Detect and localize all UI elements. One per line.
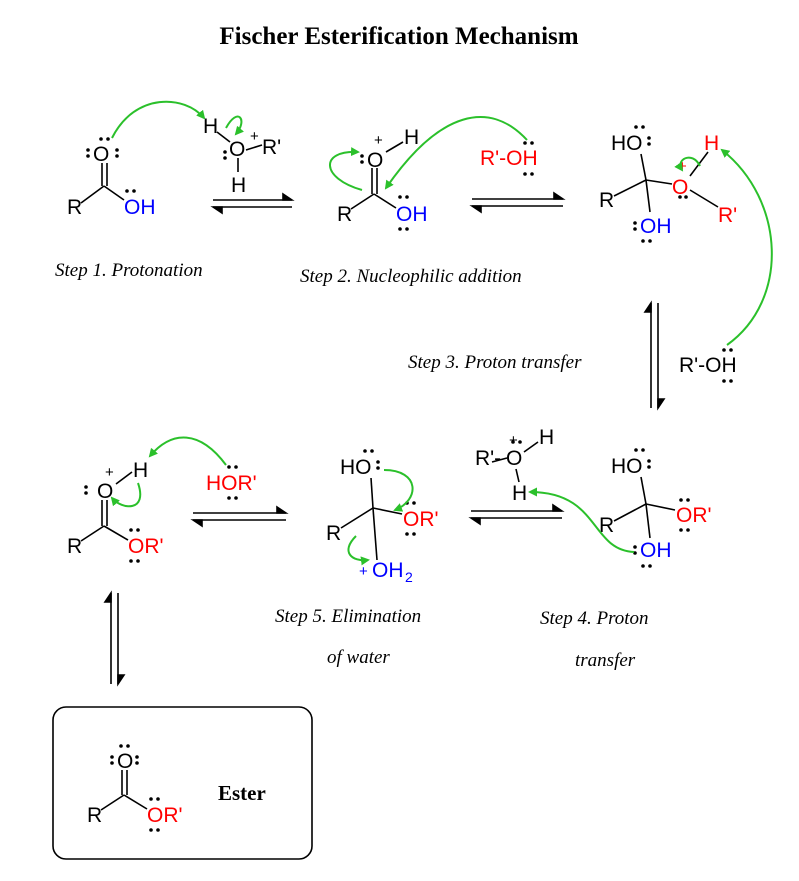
electron-arrow: [383, 469, 414, 512]
atom-r: R: [67, 196, 82, 219]
step-5-label: Step 5. Elimination: [275, 606, 421, 627]
equilibrium-arrow: [190, 505, 289, 528]
ester-product-box: R O OR' Ester: [52, 706, 313, 860]
atom-h: H: [512, 482, 527, 505]
atom-h: H: [404, 126, 419, 149]
atom-r-prime: R': [718, 204, 737, 227]
ester-label: Ester: [218, 781, 266, 805]
atom-r-prime: R'-: [475, 447, 501, 470]
alcohol-base: R'-OH: [679, 348, 737, 383]
step-3-label: Step 3. Proton transfer: [408, 352, 582, 373]
atom-ho: HO: [340, 456, 372, 479]
equilibrium-arrow: [210, 192, 295, 215]
atom-h: H: [133, 459, 148, 482]
step-4-label: transfer: [575, 650, 636, 671]
electron-arrow: [528, 487, 635, 553]
step-4-label: Step 4. Proton: [540, 608, 649, 629]
step-2-label: Step 2. Nucleophilic addition: [300, 266, 522, 287]
atom-h: H: [231, 174, 246, 197]
plus-charge: +: [250, 128, 259, 145]
electron-arrow: [347, 535, 370, 566]
plus-charge: +: [359, 563, 368, 580]
atom-o: O: [506, 447, 522, 470]
atom-hydroxyl: OH: [124, 196, 156, 219]
lone-pairs: [86, 137, 136, 193]
step-5-label: of water: [327, 647, 390, 668]
atom-ho: HO: [611, 132, 643, 155]
atom-h: H: [704, 132, 719, 155]
electron-arrow: [111, 100, 206, 139]
atom-or-prime: OR': [676, 504, 712, 527]
atom-hor-prime: HOR': [206, 472, 257, 495]
carboxylic-acid: R O OH: [67, 137, 156, 219]
equilibrium-arrow: [103, 590, 126, 687]
protonated-ester: R O + H OR': [67, 459, 164, 563]
plus-charge: +: [374, 132, 383, 149]
page-title: Fischer Esterification Mechanism: [219, 23, 578, 50]
electron-arrow: [720, 148, 773, 346]
subscript-2: 2: [405, 569, 413, 585]
protonated-alcohol: R'- O + H H: [475, 426, 554, 505]
atom-r-prime-oh: R'-OH: [679, 354, 737, 377]
tetrahedral-oxonium: HO R O + H R' OH: [599, 125, 737, 243]
water-leaving-intermediate: HO R OR' + OH 2: [326, 449, 439, 585]
atom-carbonyl-o: O: [93, 143, 109, 166]
atom-h: H: [539, 426, 554, 449]
electron-arrow: [329, 147, 363, 191]
atom-hydroxyl: OH: [640, 539, 672, 562]
equilibrium-arrow: [643, 300, 666, 411]
electron-arrow: [110, 482, 142, 508]
atom-r-prime-oh: R'-OH: [480, 147, 538, 170]
atom-h: H: [203, 115, 218, 138]
equilibrium-arrow: [469, 191, 566, 214]
atom-o: O: [672, 176, 688, 199]
atom-o: O: [229, 138, 245, 161]
atom-or-prime: OR': [128, 535, 164, 558]
atom-r: R: [67, 535, 82, 558]
plus-charge: +: [105, 464, 114, 481]
atom-ho: HO: [611, 455, 643, 478]
atom-r: R: [337, 203, 352, 226]
tetrahedral-intermediate: HO R OR' OH: [599, 448, 712, 568]
atom-r: R: [326, 522, 341, 545]
atom-r: R: [599, 189, 614, 212]
atom-hydroxyl: OH: [396, 203, 428, 226]
atom-o: O: [97, 480, 113, 503]
atom-oh2: OH: [372, 559, 404, 582]
atom-hydroxyl: OH: [640, 215, 672, 238]
atom-o: O: [117, 750, 133, 773]
atom-o: O: [367, 149, 383, 172]
atom-or-prime: OR': [403, 508, 439, 531]
atom-r: R: [599, 514, 614, 537]
protonated-alcohol: H O + R' H: [203, 115, 281, 197]
electron-arrow: [384, 116, 528, 190]
protonated-carbonyl: R O + H OH: [337, 126, 428, 231]
atom-or-prime: OR': [147, 804, 183, 827]
atom-r-prime: R': [262, 136, 281, 159]
electron-arrow: [148, 436, 227, 466]
atom-r: R: [87, 804, 102, 827]
electron-arrow: [674, 156, 701, 172]
alcohol-nucleophile: R'-OH: [480, 141, 538, 176]
released-alcohol: HOR': [206, 465, 257, 500]
equilibrium-arrow: [468, 503, 565, 526]
electron-arrow: [225, 115, 244, 136]
step-1-label: Step 1. Protonation: [55, 260, 203, 281]
